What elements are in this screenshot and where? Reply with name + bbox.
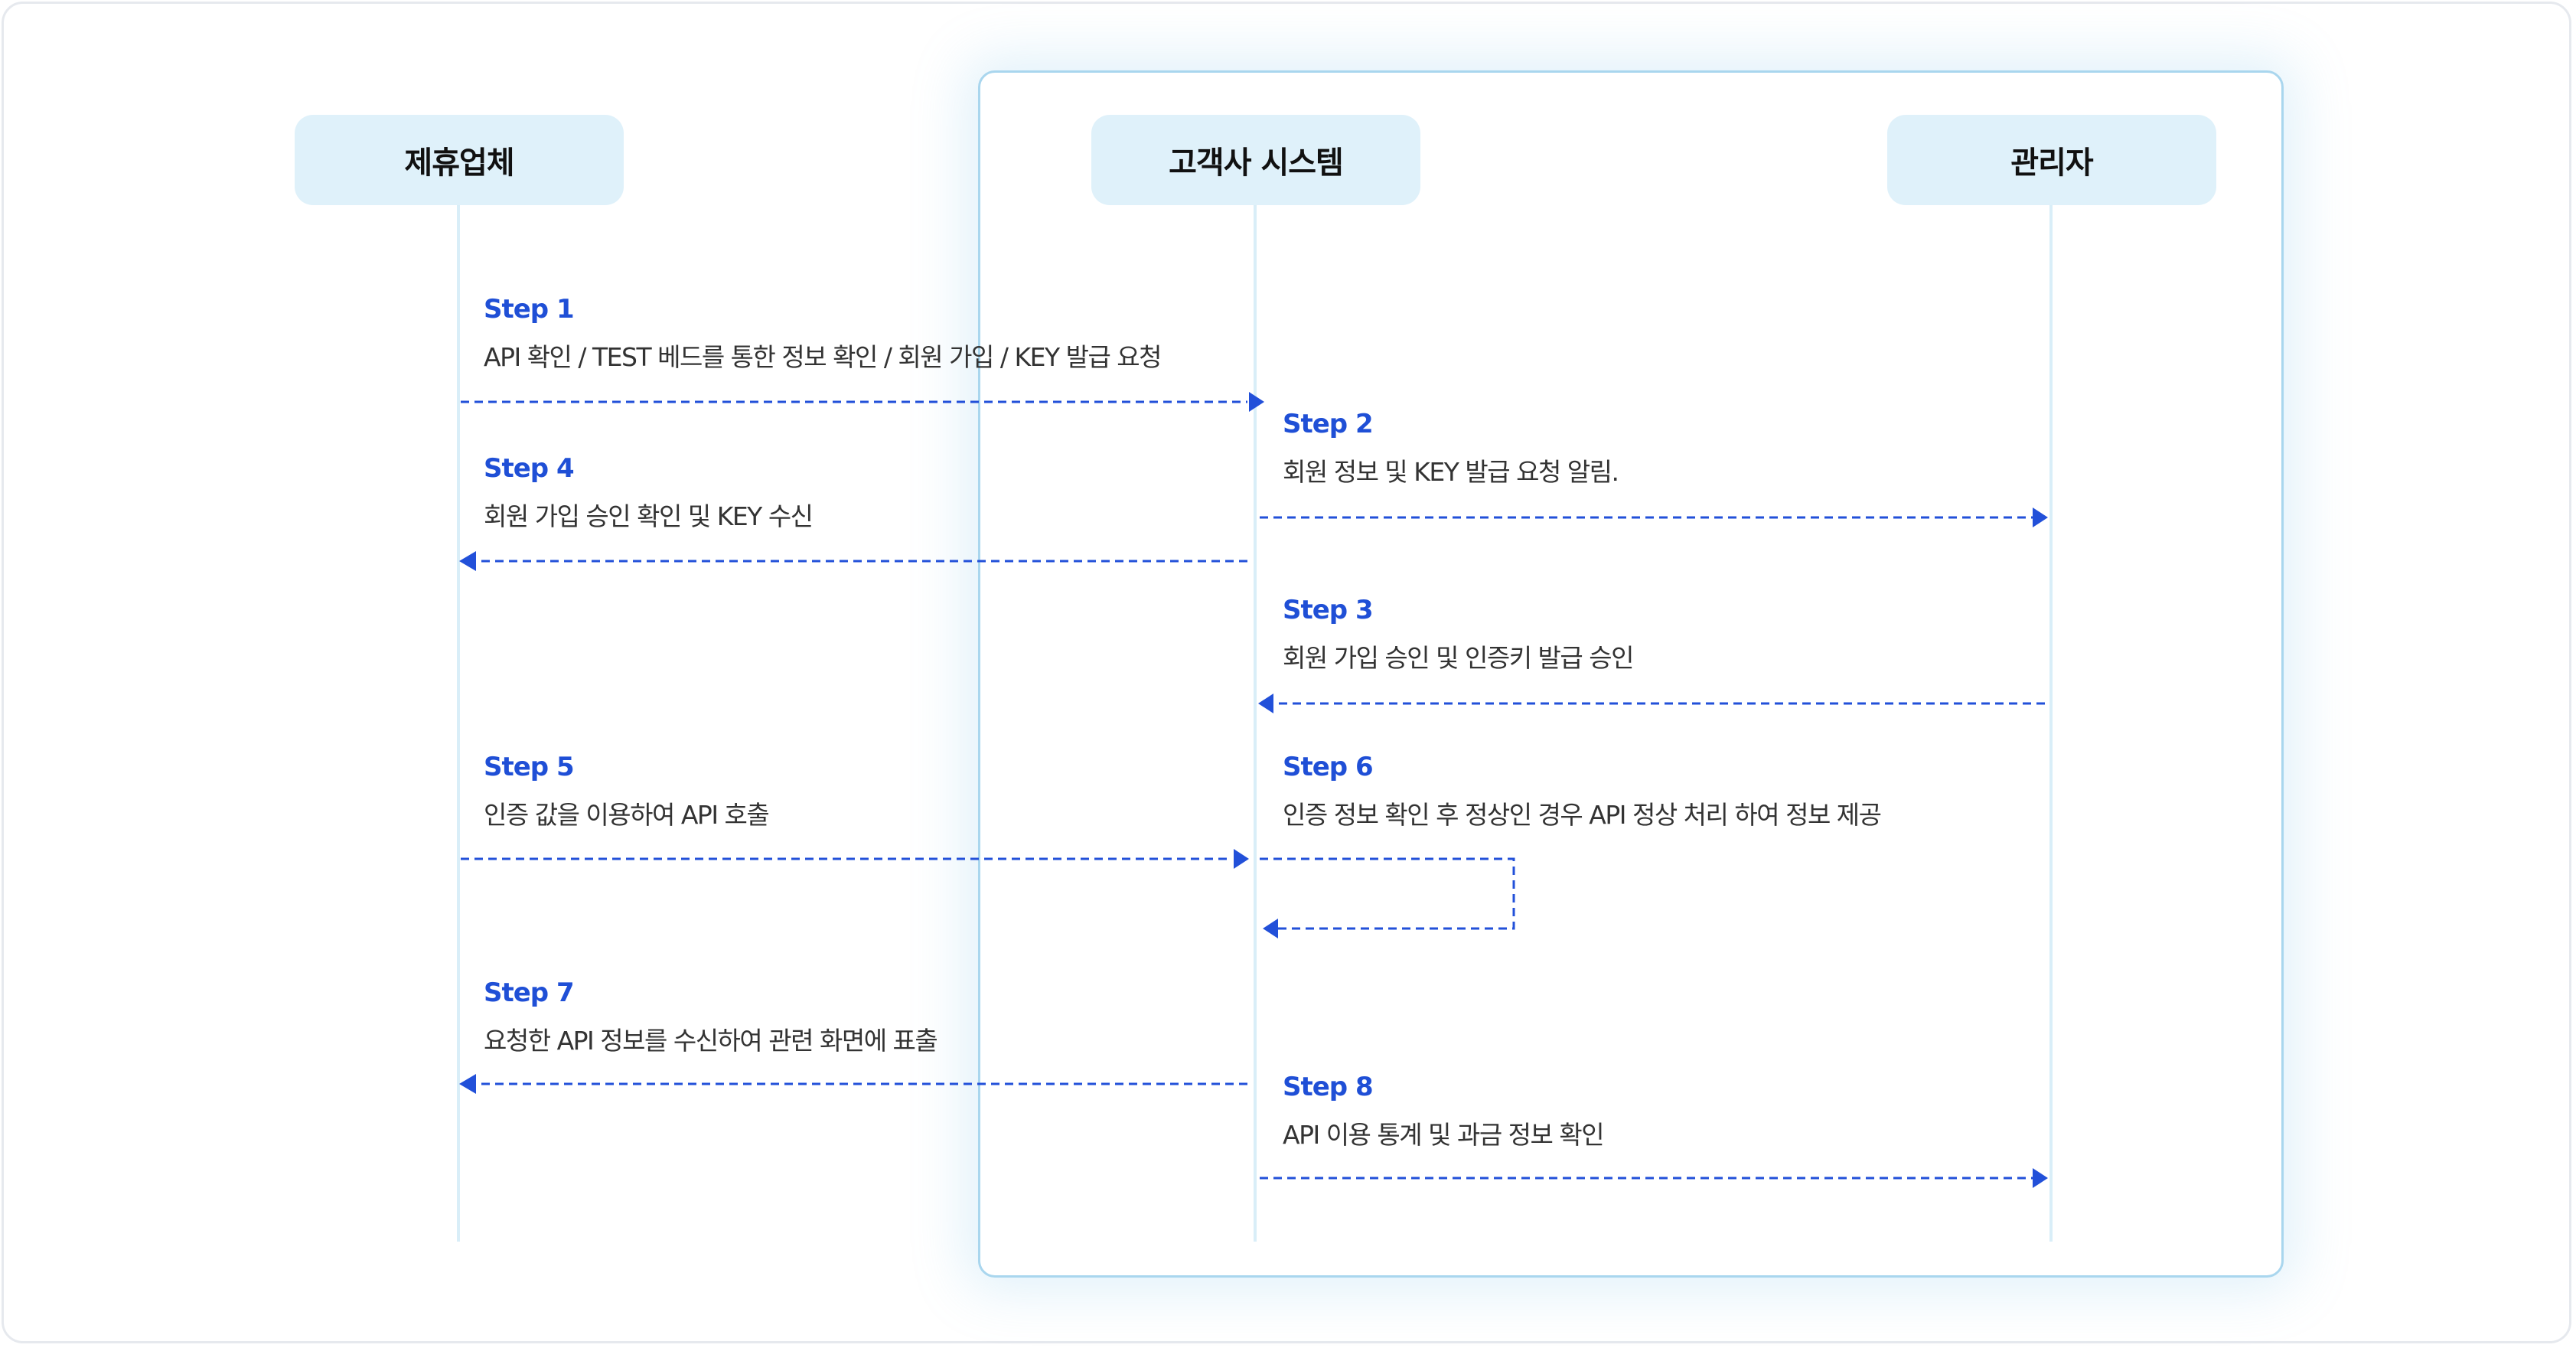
step-5-label: Step 5 인증 값을 이용하여 API 호출 [484, 752, 770, 831]
step-5-arrowhead [1234, 849, 1249, 869]
actor-customer-system: 고객사 시스템 [1091, 115, 1420, 205]
actor-partner: 제휴업체 [295, 115, 624, 205]
step-7-arrowhead [459, 1074, 476, 1094]
step-1-description: API 확인 / TEST 베드를 통한 정보 확인 / 회원 가입 / KEY… [484, 342, 1162, 372]
step-3-label: Step 3 회원 가입 승인 및 인증키 발급 승인 [1283, 595, 1634, 674]
step-7-title: Step 7 [484, 978, 575, 1008]
step-4-title: Step 4 [484, 453, 575, 484]
lifeline-customer-system [1254, 205, 1257, 1242]
actor-partner-label: 제휴업체 [404, 145, 514, 181]
step-4-description: 회원 가입 승인 확인 및 KEY 수신 [484, 501, 814, 531]
actor-admin: 관리자 [1887, 115, 2216, 205]
step-7-description: 요청한 API 정보를 수신하여 관련 화면에 표출 [484, 1026, 938, 1056]
step-4-arrowhead [459, 551, 476, 571]
actor-admin-label: 관리자 [2010, 145, 2093, 181]
step-5-title: Step 5 [484, 752, 575, 782]
step-1-label: Step 1 API 확인 / TEST 베드를 통한 정보 확인 / 회원 가… [484, 294, 1162, 374]
step-2-description: 회원 정보 및 KEY 발급 요청 알림. [1283, 457, 1619, 487]
step-2-label: Step 2 회원 정보 및 KEY 발급 요청 알림. [1283, 409, 1619, 488]
step-6-label: Step 6 인증 정보 확인 후 정상인 경우 API 정상 처리 하여 정보… [1283, 752, 1882, 831]
step-6-description: 인증 정보 확인 후 정상인 경우 API 정상 처리 하여 정보 제공 [1283, 800, 1882, 830]
step-2-title: Step 2 [1283, 409, 1374, 439]
lifeline-partner [457, 205, 460, 1242]
step-6-arrowhead [1263, 919, 1278, 938]
step-4-label: Step 4 회원 가입 승인 확인 및 KEY 수신 [484, 453, 814, 533]
step-1-arrowhead [1249, 392, 1264, 412]
step-5-description: 인증 값을 이용하여 API 호출 [484, 800, 770, 830]
lifeline-admin [2049, 205, 2053, 1242]
step-3-description: 회원 가입 승인 및 인증키 발급 승인 [1283, 643, 1634, 673]
actor-customer-system-label: 고객사 시스템 [1169, 145, 1344, 181]
step-8-label: Step 8 API 이용 통계 및 과금 정보 확인 [1283, 1072, 1605, 1151]
step-1-title: Step 1 [484, 294, 575, 325]
step-8-description: API 이용 통계 및 과금 정보 확인 [1283, 1120, 1605, 1150]
step-3-arrowhead [1258, 694, 1273, 713]
step-7-label: Step 7 요청한 API 정보를 수신하여 관련 화면에 표출 [484, 978, 938, 1057]
step-2-arrowhead [2033, 508, 2048, 527]
step-8-arrowhead [2033, 1168, 2048, 1188]
step-6-title: Step 6 [1283, 752, 1374, 782]
step-6-arrow-line [1260, 857, 1515, 930]
step-8-title: Step 8 [1283, 1072, 1374, 1102]
customer-system-boundary [978, 70, 2284, 1278]
step-3-title: Step 3 [1283, 595, 1374, 625]
